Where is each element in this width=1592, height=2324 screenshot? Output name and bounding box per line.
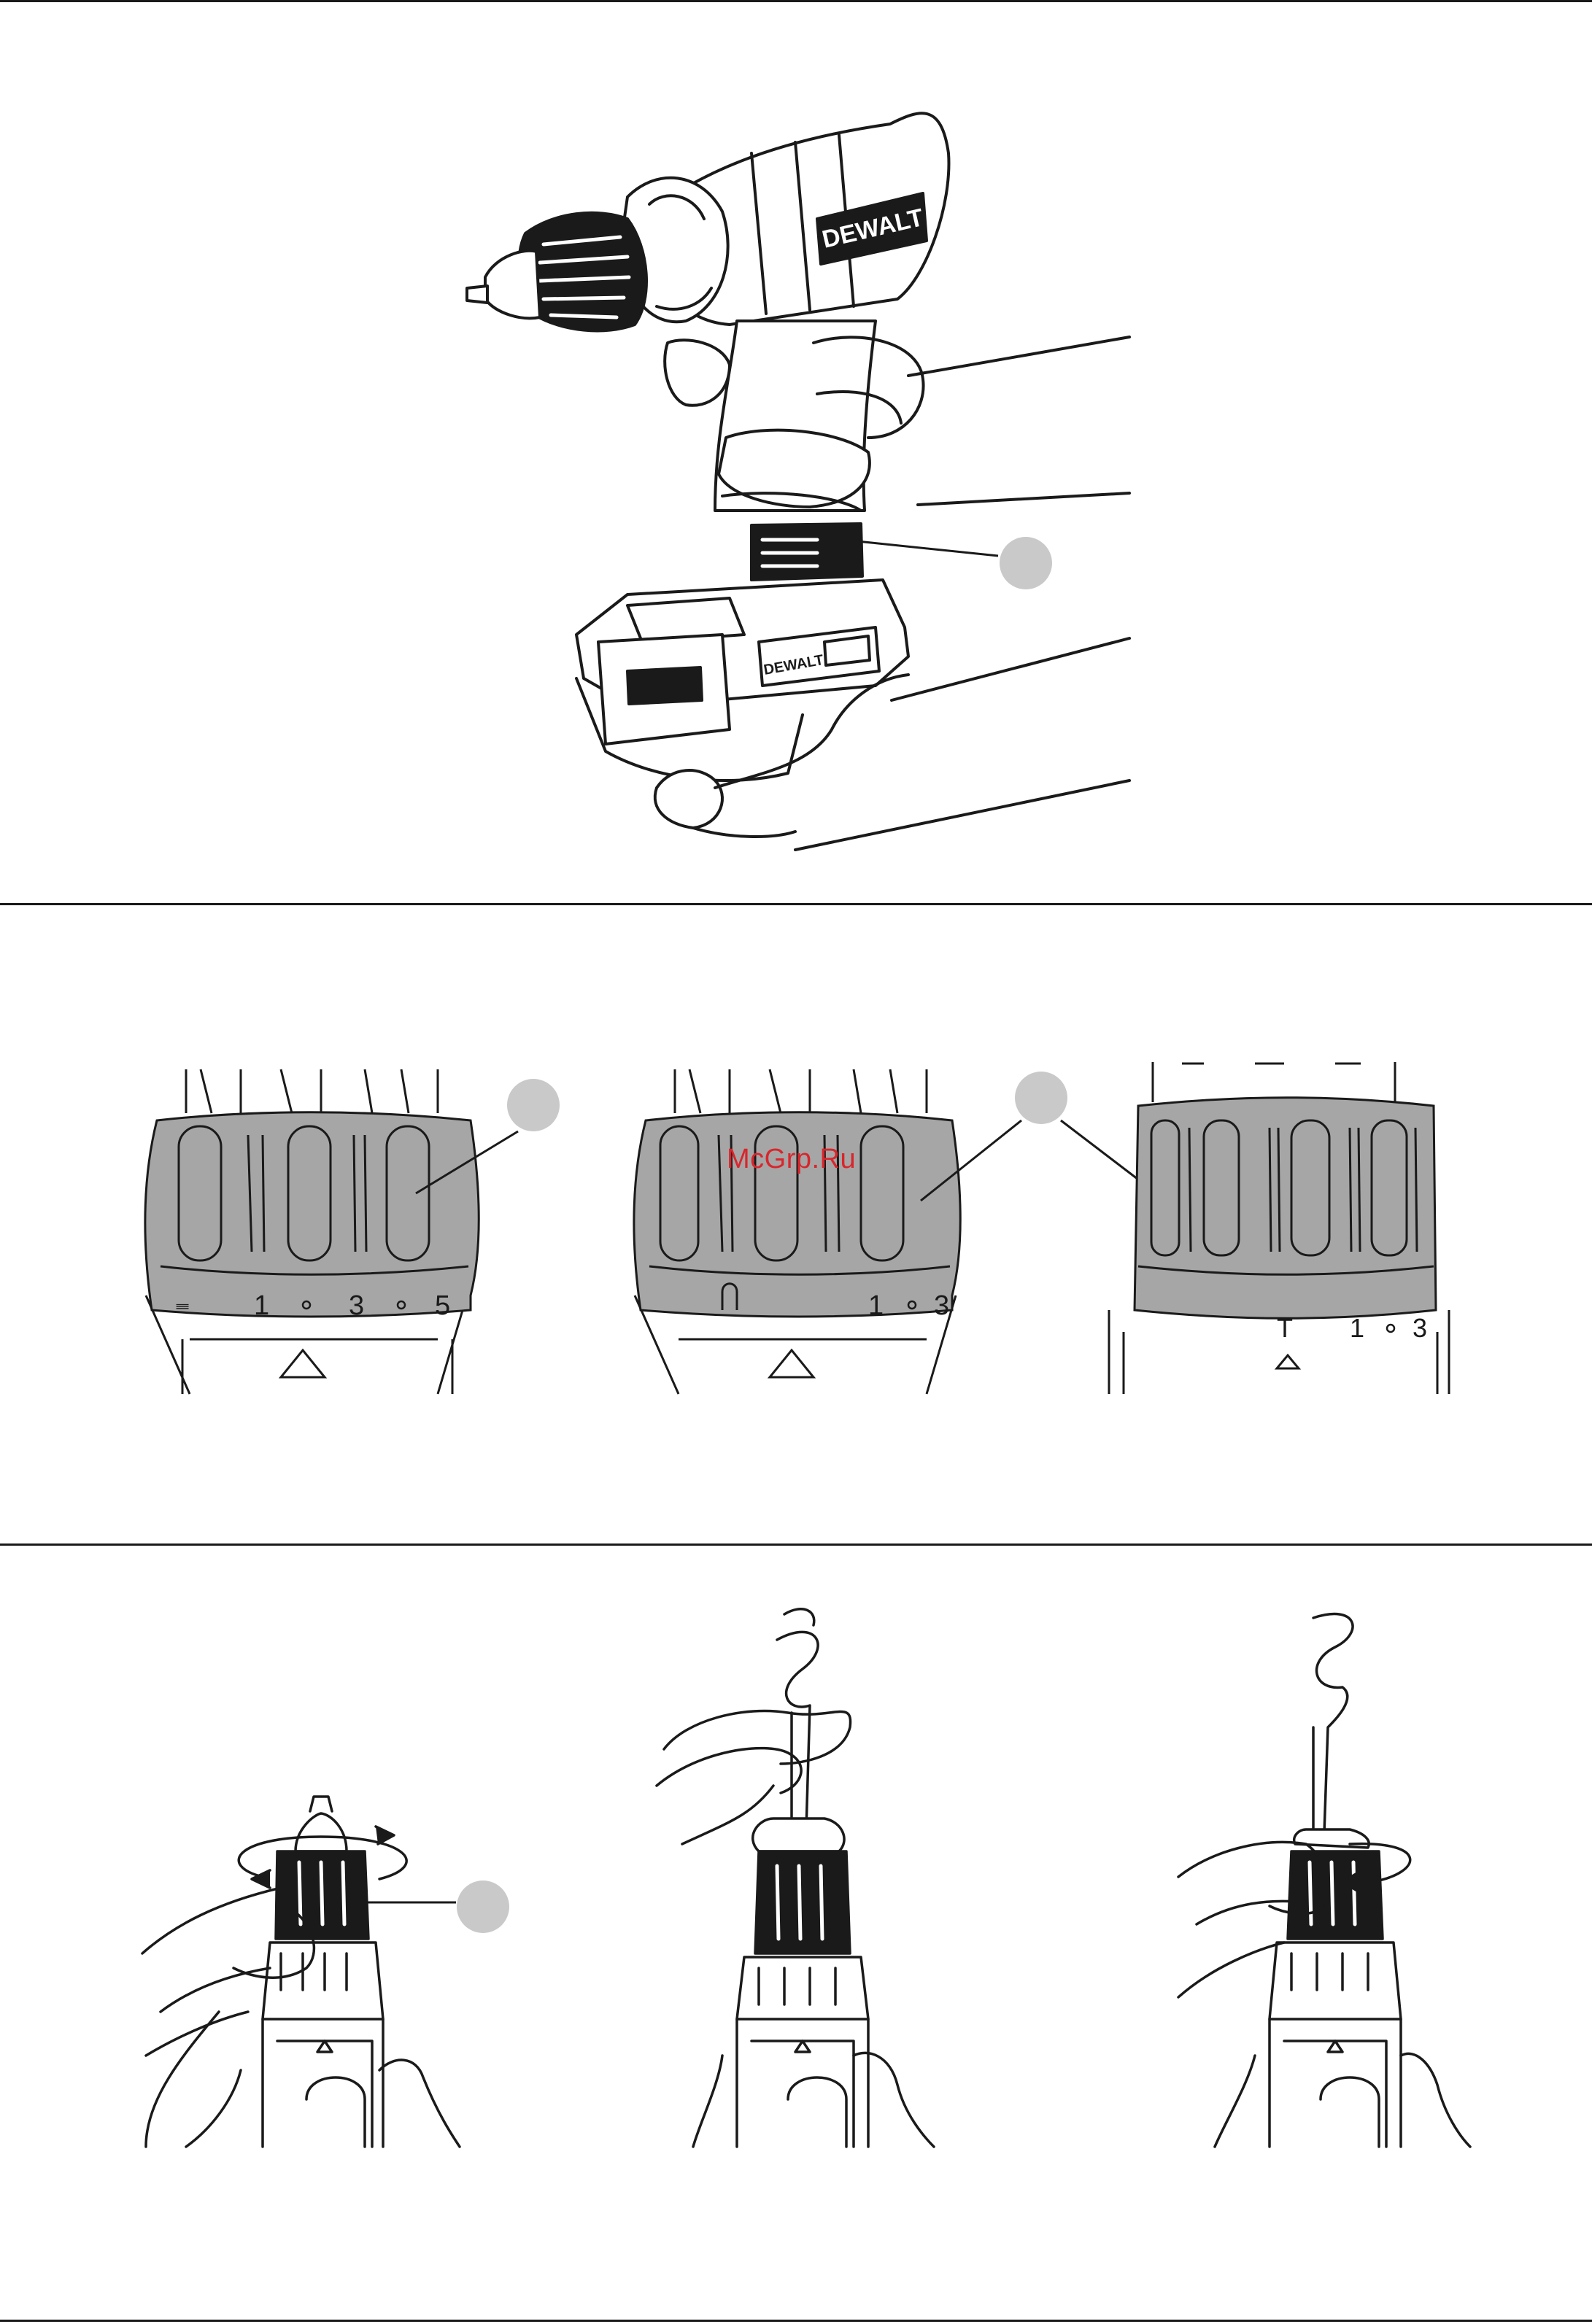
dial-mark-b-1: 1 [868,1290,884,1321]
callout-step-1 [363,1880,509,1933]
collar-panel-b: 1 3 [634,1069,1156,1394]
callout-grip [857,537,1052,589]
dial-mark-a-3: 5 [435,1290,450,1321]
dial-mark-a-2: 3 [349,1290,364,1321]
collar-panel-c: T 1 3 [1109,1062,1449,1394]
callout-collar-b [1015,1072,1067,1124]
dial-mark-c-2: 1 [1350,1313,1364,1343]
step-insert-bit [657,1609,934,2147]
step-rotate-collar [142,1797,460,2147]
bottom-rule [0,2320,1592,2322]
dial-mark-c-1: T [1277,1313,1293,1343]
svg-text:⦀: ⦀ [174,1303,192,1310]
dial-mark-a-1: 1 [254,1290,269,1321]
step-tighten-collar [1178,1614,1470,2147]
dial-mark-b-2: 3 [934,1290,949,1321]
dial-mark-c-3: 3 [1413,1313,1427,1343]
figure-collar-positions: ⦀ 1 3 5 [0,902,1592,1631]
watermark: McGrp.Ru [727,1144,856,1175]
callout-collar-a [507,1079,560,1131]
figure-drill-in-hand: DEWALT DEWALT [0,0,1592,902]
collar-panel-a: ⦀ 1 3 5 [145,1069,560,1394]
figure-bit-loading [0,1545,1592,2318]
